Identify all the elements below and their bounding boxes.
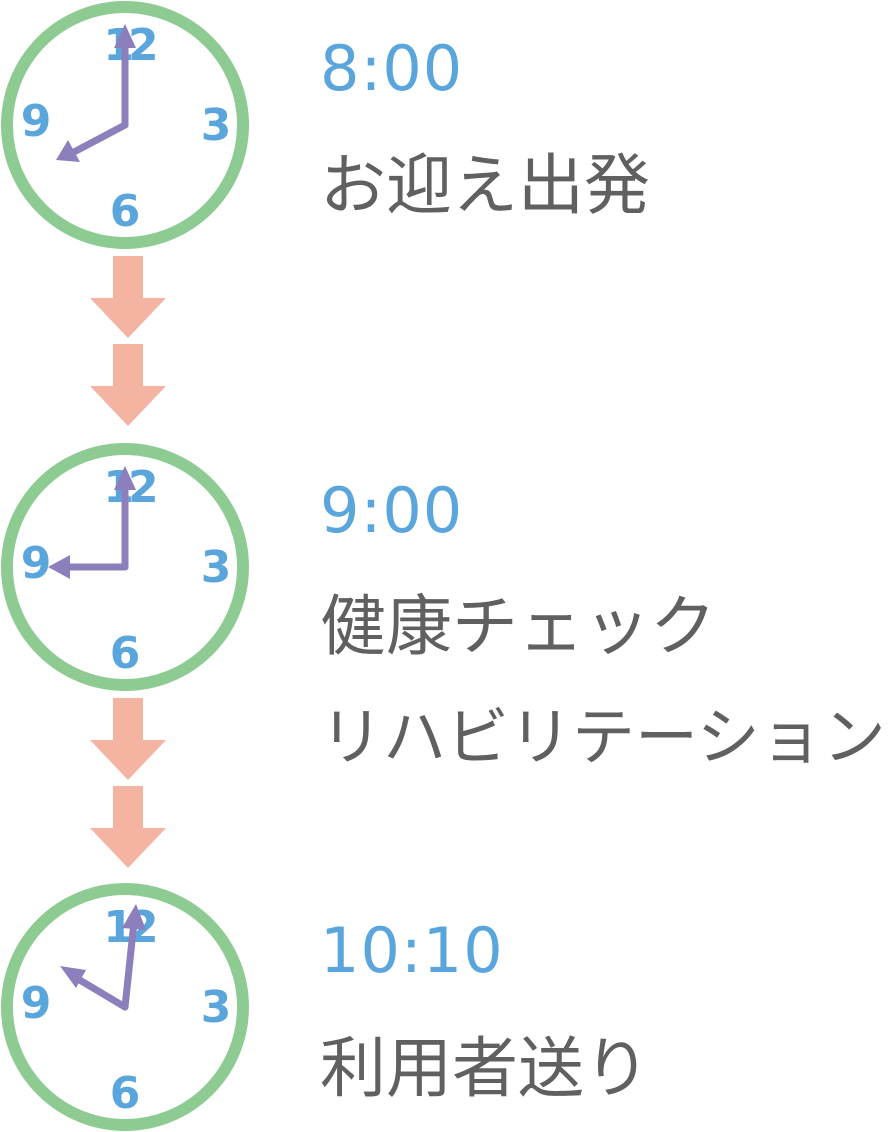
numeral-3: 3 [201, 100, 232, 151]
numeral-3: 3 [201, 542, 232, 593]
time-8-00: 8:00 [320, 32, 464, 105]
clock-10-10: 12 3 6 9 [0, 882, 250, 1132]
down-arrow-icon [88, 344, 168, 426]
clock-hands [48, 466, 136, 579]
numeral-9: 9 [21, 538, 52, 589]
event-rehabilitation: リハビリテーション [320, 701, 886, 774]
event-user-drop-off: 利用者送り [320, 1030, 650, 1107]
clock-9-00: 12 3 6 9 [0, 442, 250, 692]
clock-8-00: 12 3 6 9 [0, 0, 250, 250]
numeral-9: 9 [21, 978, 52, 1029]
numeral-6: 6 [110, 1068, 141, 1119]
down-arrow-icon [88, 786, 168, 868]
numeral-3: 3 [201, 982, 232, 1033]
numeral-9: 9 [21, 96, 52, 147]
down-arrow-icon [88, 256, 168, 338]
numeral-6: 6 [110, 628, 141, 679]
event-health-check: 健康チェック [320, 588, 716, 665]
time-9-00: 9:00 [320, 474, 464, 547]
event-departure-pickup: お迎え出発 [320, 147, 650, 224]
numeral-6: 6 [110, 186, 141, 237]
clock-hands [60, 904, 146, 1011]
down-arrow-icon [88, 698, 168, 780]
time-10-10: 10:10 [320, 914, 504, 987]
clock-hands [56, 24, 136, 162]
